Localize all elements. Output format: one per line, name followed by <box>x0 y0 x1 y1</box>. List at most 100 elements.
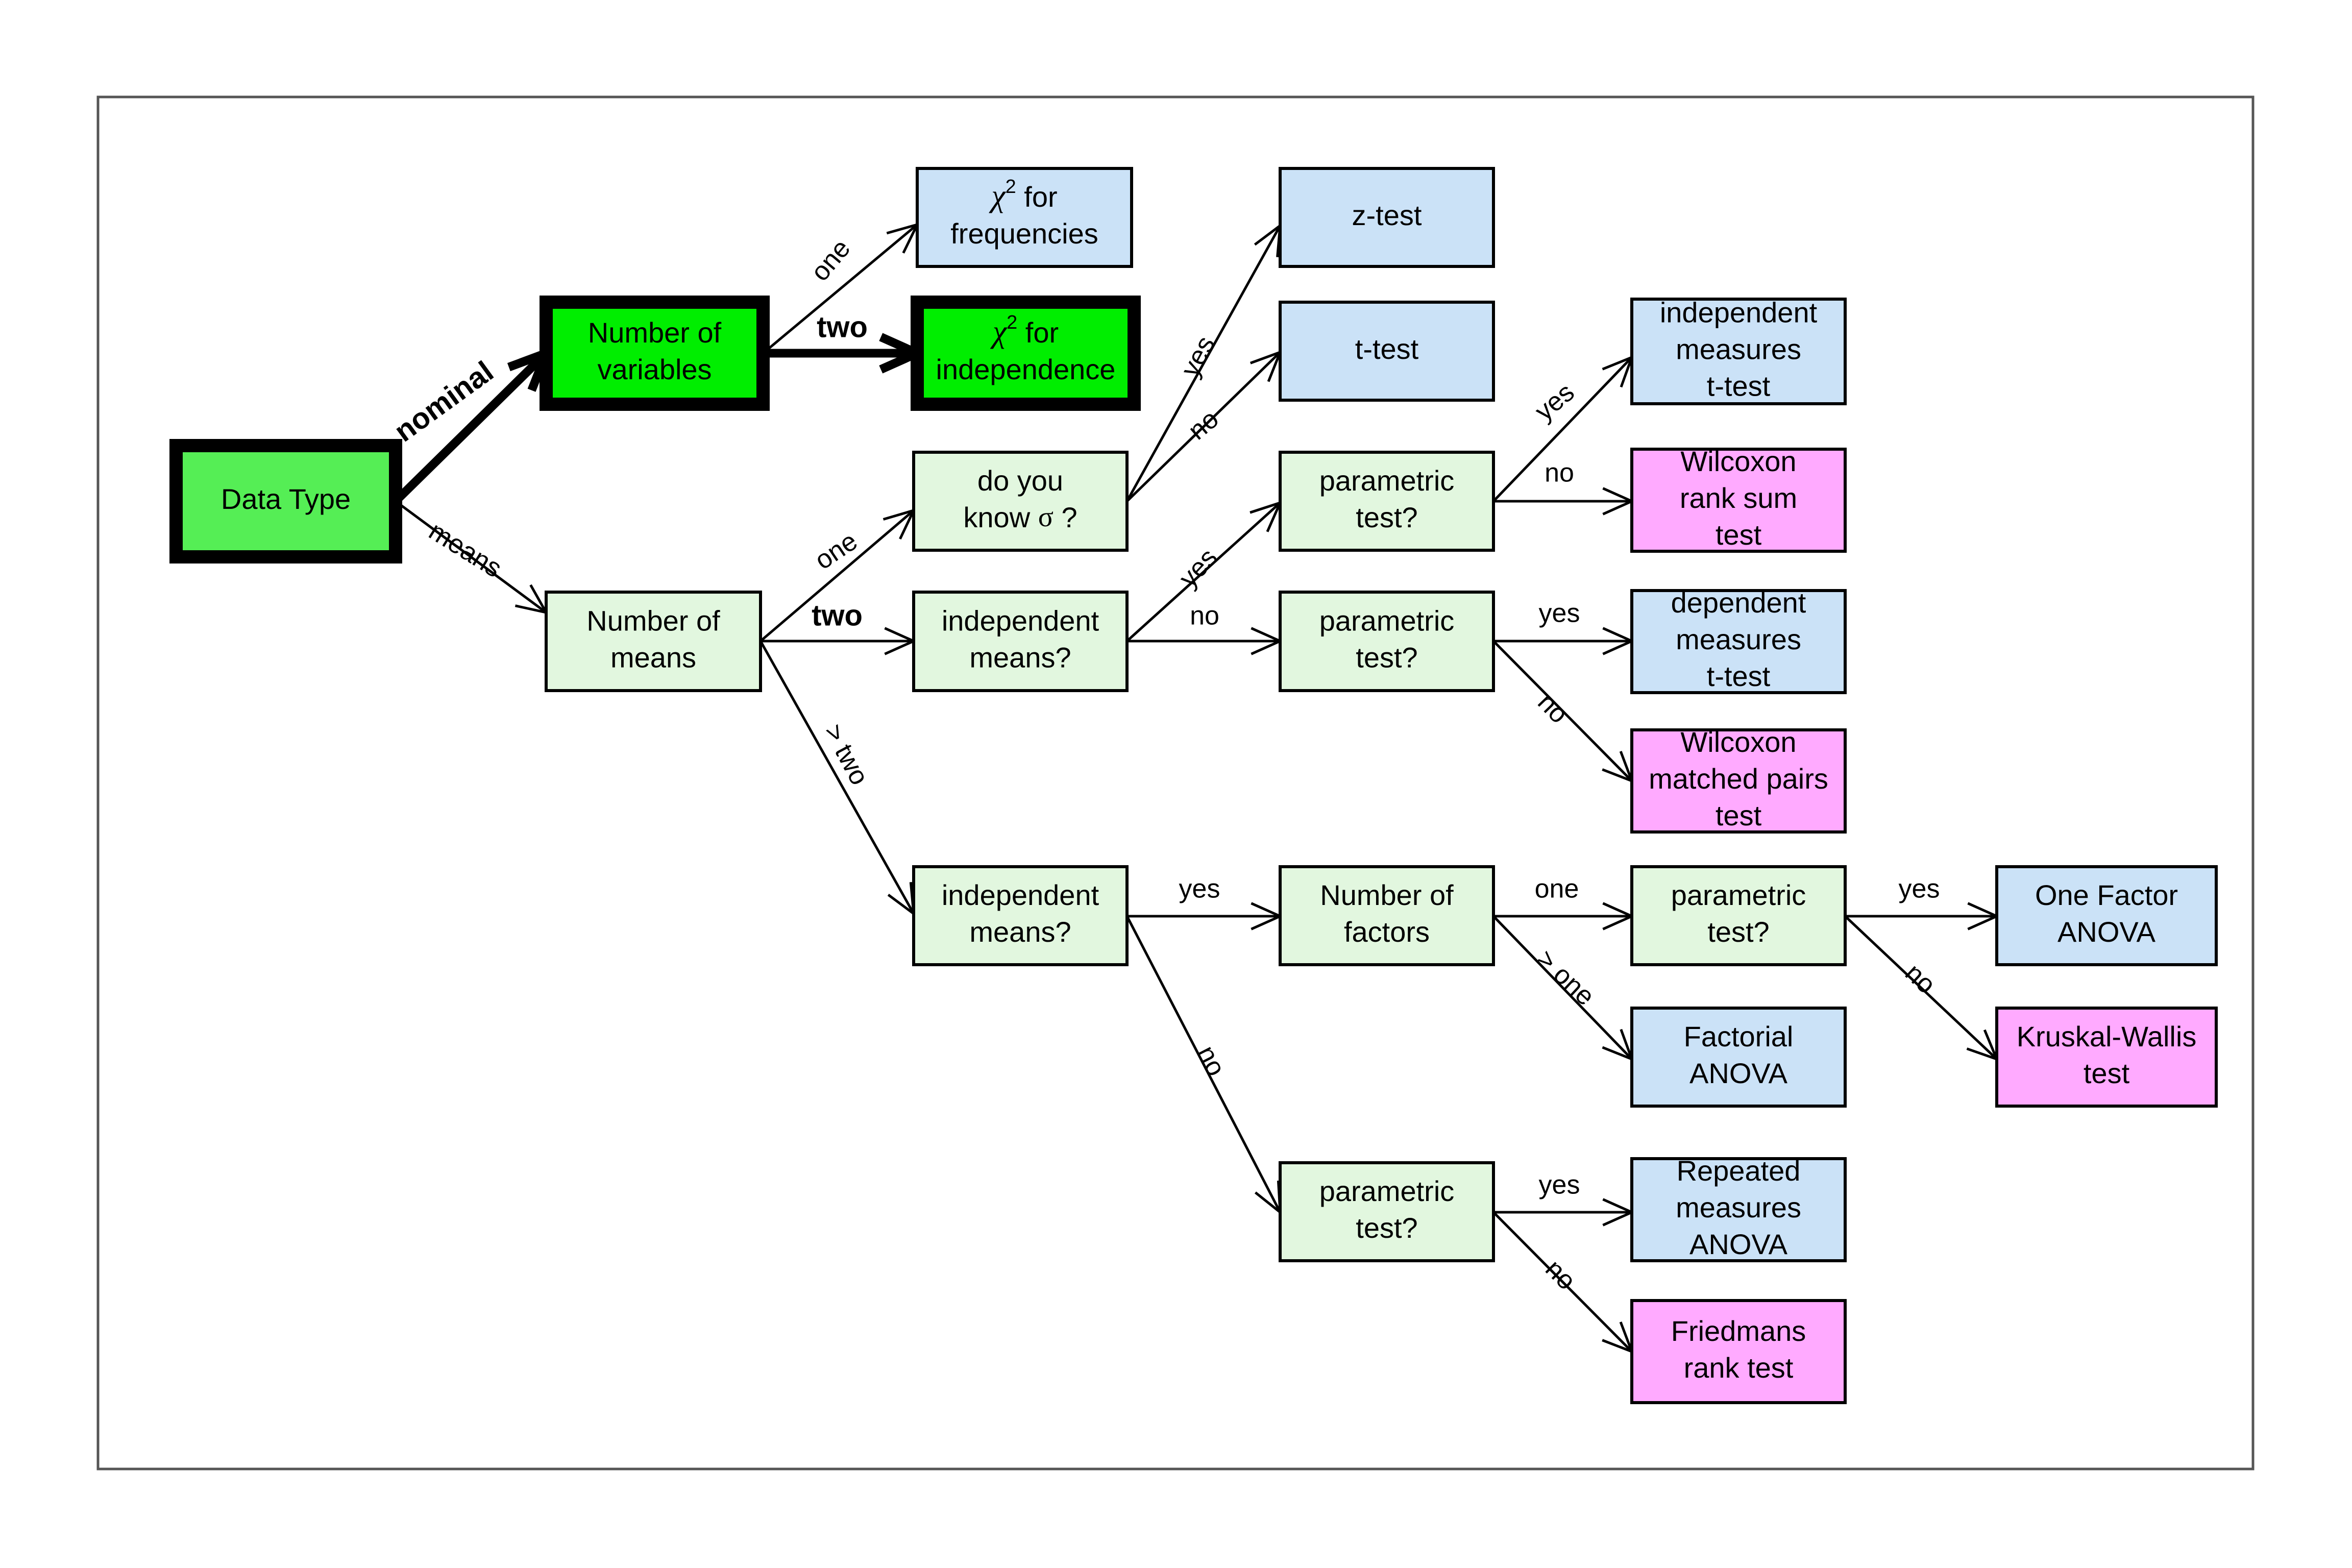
edge-label-e18: one <box>1535 874 1579 904</box>
node-label-line: independence <box>936 353 1116 385</box>
node-dep_meas_ttest[interactable]: dependent measures t-test <box>1630 586 1847 694</box>
node-data_type[interactable]: Data Type <box>169 439 402 564</box>
edge-e18 <box>1493 902 1635 930</box>
node-label-line: ANOVA <box>1689 1228 1788 1260</box>
node-label-line: means? <box>969 916 1071 948</box>
node-param_3[interactable]: parametric test? <box>1630 865 1847 966</box>
node-label-line: t-test <box>1707 370 1771 402</box>
node-label-line: Wilcoxon <box>1680 726 1796 758</box>
node-label-line: Number of <box>586 604 720 636</box>
node-label-line: Wilcoxon <box>1680 445 1796 477</box>
node-wilcoxon_matched[interactable]: Wilcoxon matched pairs test <box>1630 726 1847 834</box>
edge-label-e15: no <box>1532 688 1574 729</box>
node-label-line: test <box>1716 799 1762 831</box>
node-kruskal_wallis[interactable]: Kruskal-Wallis test <box>1995 1007 2218 1108</box>
edge-label-e7: > two <box>818 719 874 790</box>
edge-label-e10: yes <box>1173 543 1223 593</box>
node-label-line: Kruskal-Wallis <box>2017 1020 2197 1052</box>
node-label-line: t-test <box>1355 333 1419 365</box>
node-label-line: ANOVA <box>1689 1057 1788 1089</box>
node-label-line: t-test <box>1707 660 1771 692</box>
node-label-line: variables <box>597 353 712 385</box>
node-t_test[interactable]: t-test <box>1279 301 1495 402</box>
node-param_1[interactable]: parametric test? <box>1279 451 1495 552</box>
edge-label-e3: one <box>805 234 856 287</box>
node-label-line: measures <box>1676 1191 1801 1223</box>
node-label-line: test <box>1716 519 1762 551</box>
node-label-line: independent <box>1660 296 1818 328</box>
node-label-line: Friedmans <box>1671 1315 1806 1347</box>
edge-label-e6: two <box>812 599 863 632</box>
node-label-line: parametric <box>1319 464 1455 497</box>
node-param_4[interactable]: parametric test? <box>1279 1161 1495 1262</box>
diagram-frame <box>96 95 2255 1471</box>
edge-label-e11: no <box>1190 601 1219 631</box>
edge-label-e5: one <box>810 526 863 576</box>
edge-label-e2: means <box>424 516 507 583</box>
node-label-line: Repeated <box>1677 1155 1801 1187</box>
edge-label-e1: nominal <box>388 355 500 448</box>
edge-e13 <box>1493 487 1635 516</box>
node-label-line: test? <box>1707 916 1769 948</box>
node-indep_means_3[interactable]: independent means? <box>912 865 1129 966</box>
node-label-line: independent <box>942 879 1099 911</box>
node-ind_meas_ttest[interactable]: independent measures t-test <box>1630 296 1847 405</box>
node-label-line: parametric <box>1671 879 1806 911</box>
node-label-line: do you <box>977 464 1063 497</box>
edge-label-e17: no <box>1191 1041 1231 1081</box>
node-z_test[interactable]: z-test <box>1279 167 1495 268</box>
node-label-line: Factorial <box>1684 1020 1794 1052</box>
edge-label-e23: no <box>1539 1254 1581 1296</box>
node-label-line: parametric <box>1319 604 1455 636</box>
node-label-line: Number of <box>1320 879 1454 911</box>
edge-e14 <box>1493 627 1635 655</box>
edge-label-e4: two <box>817 310 868 344</box>
node-label-line: parametric <box>1319 1175 1455 1207</box>
node-chi_indep[interactable]: χ2 for independence <box>911 296 1141 411</box>
node-label-line: test? <box>1356 501 1417 533</box>
node-label-line: test? <box>1356 641 1417 673</box>
edge-label-e16: yes <box>1179 874 1220 904</box>
edge-label-e8: yes <box>1175 331 1221 382</box>
node-label-line: test <box>2084 1057 2130 1089</box>
node-label-line: measures <box>1676 333 1801 365</box>
node-param_2[interactable]: parametric test? <box>1279 591 1495 692</box>
node-label-line: test? <box>1356 1212 1417 1244</box>
node-label-line: χ2 for <box>990 312 1059 349</box>
node-label-line: z-test <box>1352 199 1422 231</box>
node-label-line: One Factor <box>2035 879 2178 911</box>
node-label-line: dependent <box>1671 586 1806 619</box>
node-label-line: measures <box>1676 623 1801 655</box>
node-label-line: rank test <box>1684 1352 1794 1384</box>
edge-label-e20: yes <box>1899 874 1940 904</box>
edges-layer <box>393 223 2000 1354</box>
node-label-line: factors <box>1344 916 1430 948</box>
node-label-line: means? <box>969 641 1071 673</box>
node-label-line: Data Type <box>221 483 351 515</box>
edge-e22 <box>1493 1198 1635 1227</box>
node-friedmans[interactable]: Friedmans rank test <box>1630 1299 1847 1404</box>
edge-e20 <box>1845 902 2000 930</box>
edge-label-e19: > one <box>1531 944 1600 1012</box>
edge-e11 <box>1127 627 1284 655</box>
edge-e7 <box>759 640 916 917</box>
node-label-line: frequencies <box>950 217 1098 250</box>
edge-label-e13: no <box>1545 458 1574 488</box>
node-num_factors[interactable]: Number of factors <box>1279 865 1495 966</box>
edge-label-e14: yes <box>1539 599 1580 628</box>
node-num_means[interactable]: Number of means <box>545 591 762 692</box>
node-label-line: rank sum <box>1680 482 1797 514</box>
node-label-line: matched pairs <box>1649 763 1828 795</box>
node-wilcoxon_rank_sum[interactable]: Wilcoxon rank sum test <box>1630 445 1847 553</box>
node-label-line: means <box>610 641 696 673</box>
